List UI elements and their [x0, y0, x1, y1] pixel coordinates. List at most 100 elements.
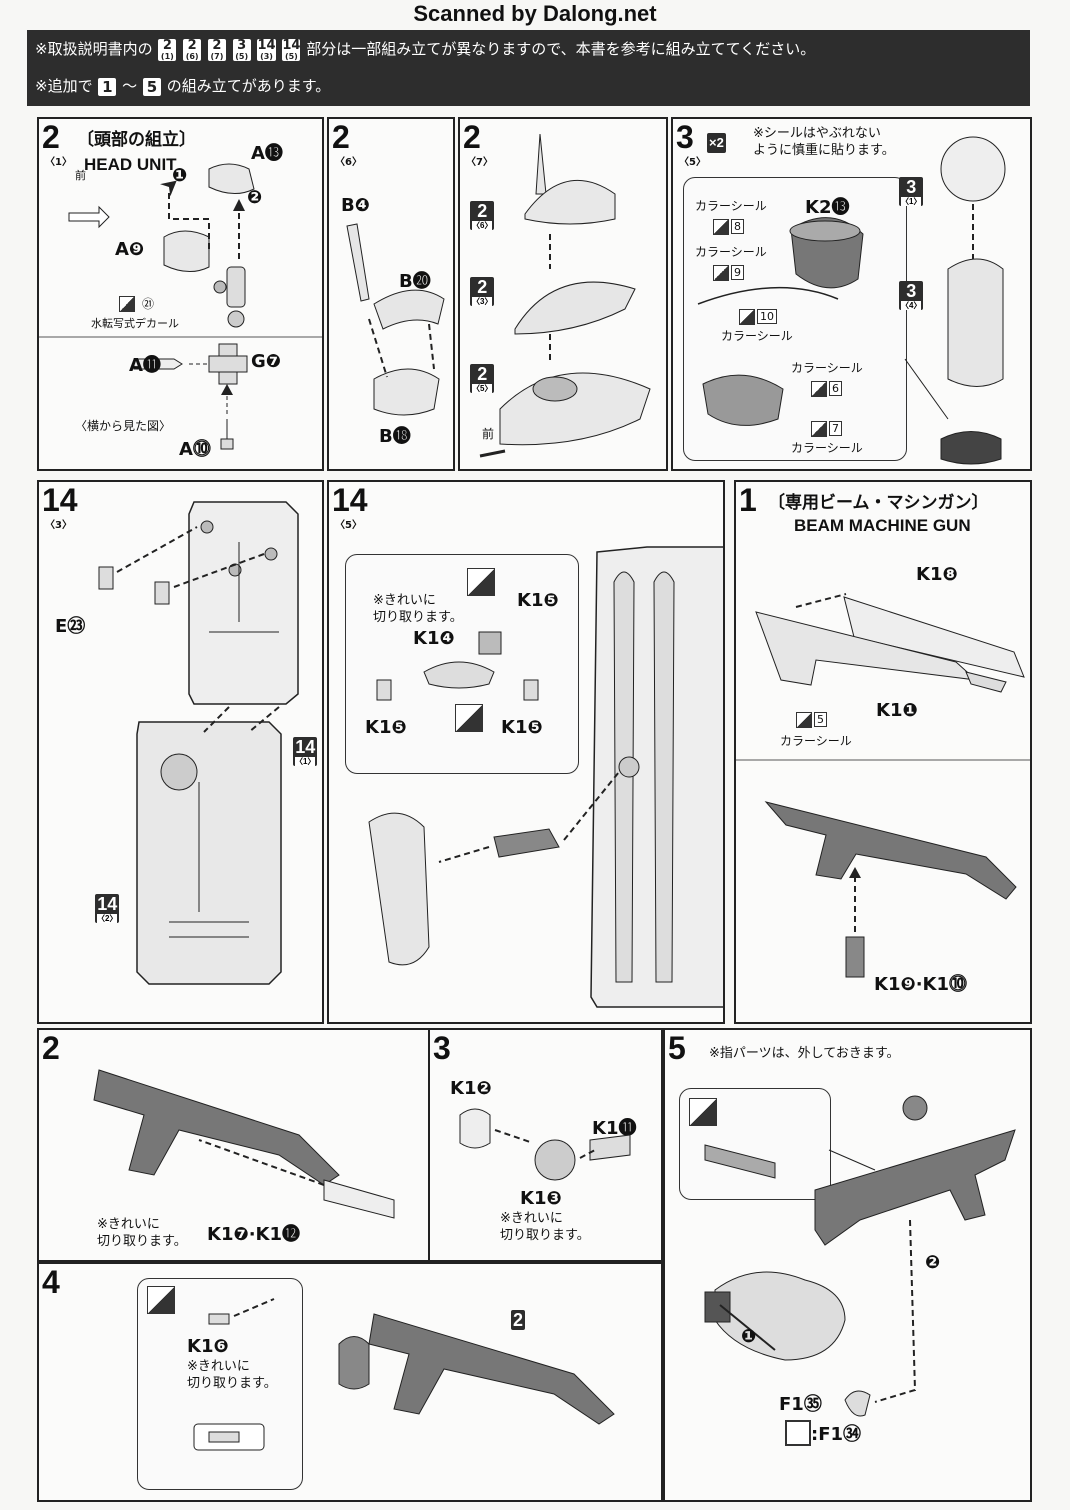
- panel-title-en: BEAM MACHINE GUN: [794, 516, 971, 535]
- part-label: K1❾·K1⓾: [874, 974, 968, 995]
- substep-label: 〈3〉: [45, 520, 72, 531]
- seal-number: 6: [829, 381, 842, 396]
- sticker-diagram: [697, 136, 1006, 465]
- part-label: G❼: [251, 351, 282, 372]
- ref-badge: 3〈4〉: [899, 281, 924, 310]
- part-label: K1❺: [365, 717, 407, 738]
- step-number: 1: [739, 482, 757, 518]
- sticker-icon: [796, 712, 812, 728]
- step-number: 4: [42, 1264, 60, 1300]
- swap-icon: [785, 1420, 811, 1446]
- ref-badge: 3〈1〉: [899, 177, 924, 206]
- panel-title-en: HEAD UNIT: [84, 155, 177, 174]
- front-label: 前: [75, 169, 86, 182]
- panel-note: ※きれいに 切り取ります。: [97, 1217, 187, 1249]
- panel-step-14-3: 14 〈3〉 E㉓ 14〈1〉 14〈2〉: [37, 480, 324, 1024]
- step-number: 2: [42, 119, 60, 155]
- part-label: K1❹: [413, 628, 455, 649]
- seal-number: 9: [731, 265, 744, 280]
- part-label: K1❼·K1⓬: [207, 1224, 301, 1245]
- ref-box: 2(6): [183, 38, 202, 61]
- header-line1-suffix: 部分は一部組み立てが異なりますので、本書を参考に組み立ててください。: [306, 40, 816, 58]
- part-label: :F1㉞: [811, 1424, 862, 1445]
- part-label: K1❷: [450, 1078, 492, 1099]
- cut-icon: [467, 568, 495, 596]
- step-number: 14: [42, 482, 78, 518]
- part-label: E㉓: [55, 616, 86, 637]
- seal-number: 10: [757, 309, 777, 324]
- seal-label: カラーシール: [791, 441, 863, 455]
- instruction-header: ※取扱説明書内の 2(1) 2(6) 2(7) 3(5) 14(3) 14(5)…: [27, 30, 1030, 106]
- ref-badge: 14〈1〉: [293, 737, 318, 766]
- seal-label: カラーシール: [780, 734, 852, 748]
- step-number: 2: [332, 119, 350, 155]
- part-label: A❾: [115, 239, 145, 260]
- panel-step-2-6: 2 〈6〉 B❹ B⓴ B⓲: [327, 117, 455, 471]
- seal-label: カラーシール: [695, 199, 767, 213]
- part-label: K1❽: [916, 564, 958, 585]
- seal-number: 7: [829, 421, 842, 436]
- substep-label: 〈1〉: [45, 157, 72, 168]
- cut-icon: [147, 1286, 175, 1314]
- ref-box: 2(7): [207, 38, 226, 61]
- panel-title-jp: 〔専用ビーム・マシンガン〕: [768, 493, 989, 513]
- panel-step-1-beam-machine-gun: 1 〔専用ビーム・マシンガン〕 BEAM MACHINE GUN K1❽ K1❶…: [734, 480, 1032, 1024]
- seal-label: カラーシール: [695, 245, 767, 259]
- shield-diagram: [98, 501, 299, 985]
- header-line2-suffix: の組み立てがあります。: [166, 77, 331, 95]
- part-label: K2⓭: [805, 197, 850, 218]
- ref-badge: 2〈6〉: [470, 201, 495, 230]
- head-parts-diagram: [346, 223, 445, 416]
- gun-assembly-diagram: [736, 593, 1030, 978]
- substep-label: 〈5〉: [335, 520, 362, 531]
- header-line1-prefix: ※取扱説明書内の: [35, 40, 153, 58]
- substep-label: 〈5〉: [679, 157, 706, 168]
- step-number: 5: [668, 1030, 686, 1066]
- step-box-to: 5: [142, 77, 161, 96]
- panel-note: ※シールはやぶれない ように慎重に貼ります。: [753, 126, 895, 158]
- header-line-2: ※追加で 1 〜 5 の組み立てがあります。: [35, 75, 330, 96]
- panel-step-4: 4 K1❻ ※きれいに 切り取ります。 2: [37, 1262, 663, 1502]
- panel-step-3-scope: 3 K1❷ K1⓫ K1❸ ※きれいに 切り取ります。: [428, 1028, 663, 1262]
- seal-label: カラーシール: [721, 329, 793, 343]
- part-label: K1⓫: [592, 1118, 637, 1139]
- part-label: B⓴: [399, 271, 431, 292]
- scope-mount-diagram: [193, 1298, 615, 1451]
- seal-label: カラーシール: [791, 361, 863, 375]
- ref-badge: 2: [511, 1310, 526, 1330]
- head-unit-diagram: [39, 163, 322, 450]
- decal-number: ㉑: [142, 297, 155, 311]
- decal-label: 水転写式デカール: [91, 317, 179, 330]
- gun-scope-diagram: [93, 1069, 395, 1219]
- multiplier-badge: ×2: [707, 133, 726, 153]
- hand-gun-diagram: [704, 1095, 1016, 1417]
- sticker-icon: [811, 381, 827, 397]
- step-number: 3: [676, 119, 694, 155]
- part-label: K1❺: [517, 590, 559, 611]
- arrow-marker: ❷: [247, 187, 263, 208]
- arrow-marker: ❶: [741, 1326, 757, 1347]
- step-number: 2: [42, 1030, 60, 1066]
- substep-label: 〈6〉: [335, 157, 362, 168]
- part-label: K1❶: [876, 700, 918, 721]
- sticker-icon: [811, 421, 827, 437]
- panel-step-3-5: 3 〈5〉 ×2 ※シールはやぶれない ように慎重に貼ります。 K2⓭ カラーシ…: [671, 117, 1032, 471]
- sticker-icon: [713, 265, 729, 281]
- panel-step-2-gun: 2 ※きれいに 切り取ります。 K1❼·K1⓬: [37, 1028, 432, 1262]
- part-label: K1❺: [501, 717, 543, 738]
- ref-badge: 2〈5〉: [470, 364, 495, 393]
- step-box-from: 1: [98, 77, 117, 96]
- ref-box: 14(3): [257, 37, 276, 61]
- part-label: K1❸: [520, 1188, 562, 1209]
- step-number: 3: [433, 1030, 451, 1066]
- ref-box: 14(5): [282, 37, 301, 61]
- panel-note: ※指パーツは、外しておきます。: [709, 1046, 900, 1061]
- panel-note: ※きれいに 切り取ります。: [187, 1359, 277, 1391]
- header-line2-prefix: ※追加で: [35, 77, 93, 95]
- seal-number: 8: [731, 219, 744, 234]
- side-view-label: 〈横から見た図〉: [75, 419, 172, 433]
- cut-icon: [689, 1098, 717, 1126]
- seal-number: 5: [814, 712, 827, 727]
- scan-credit: Scanned by Dalong.net: [413, 1, 657, 26]
- panel-note: ※きれいに 切り取ります。: [373, 593, 463, 625]
